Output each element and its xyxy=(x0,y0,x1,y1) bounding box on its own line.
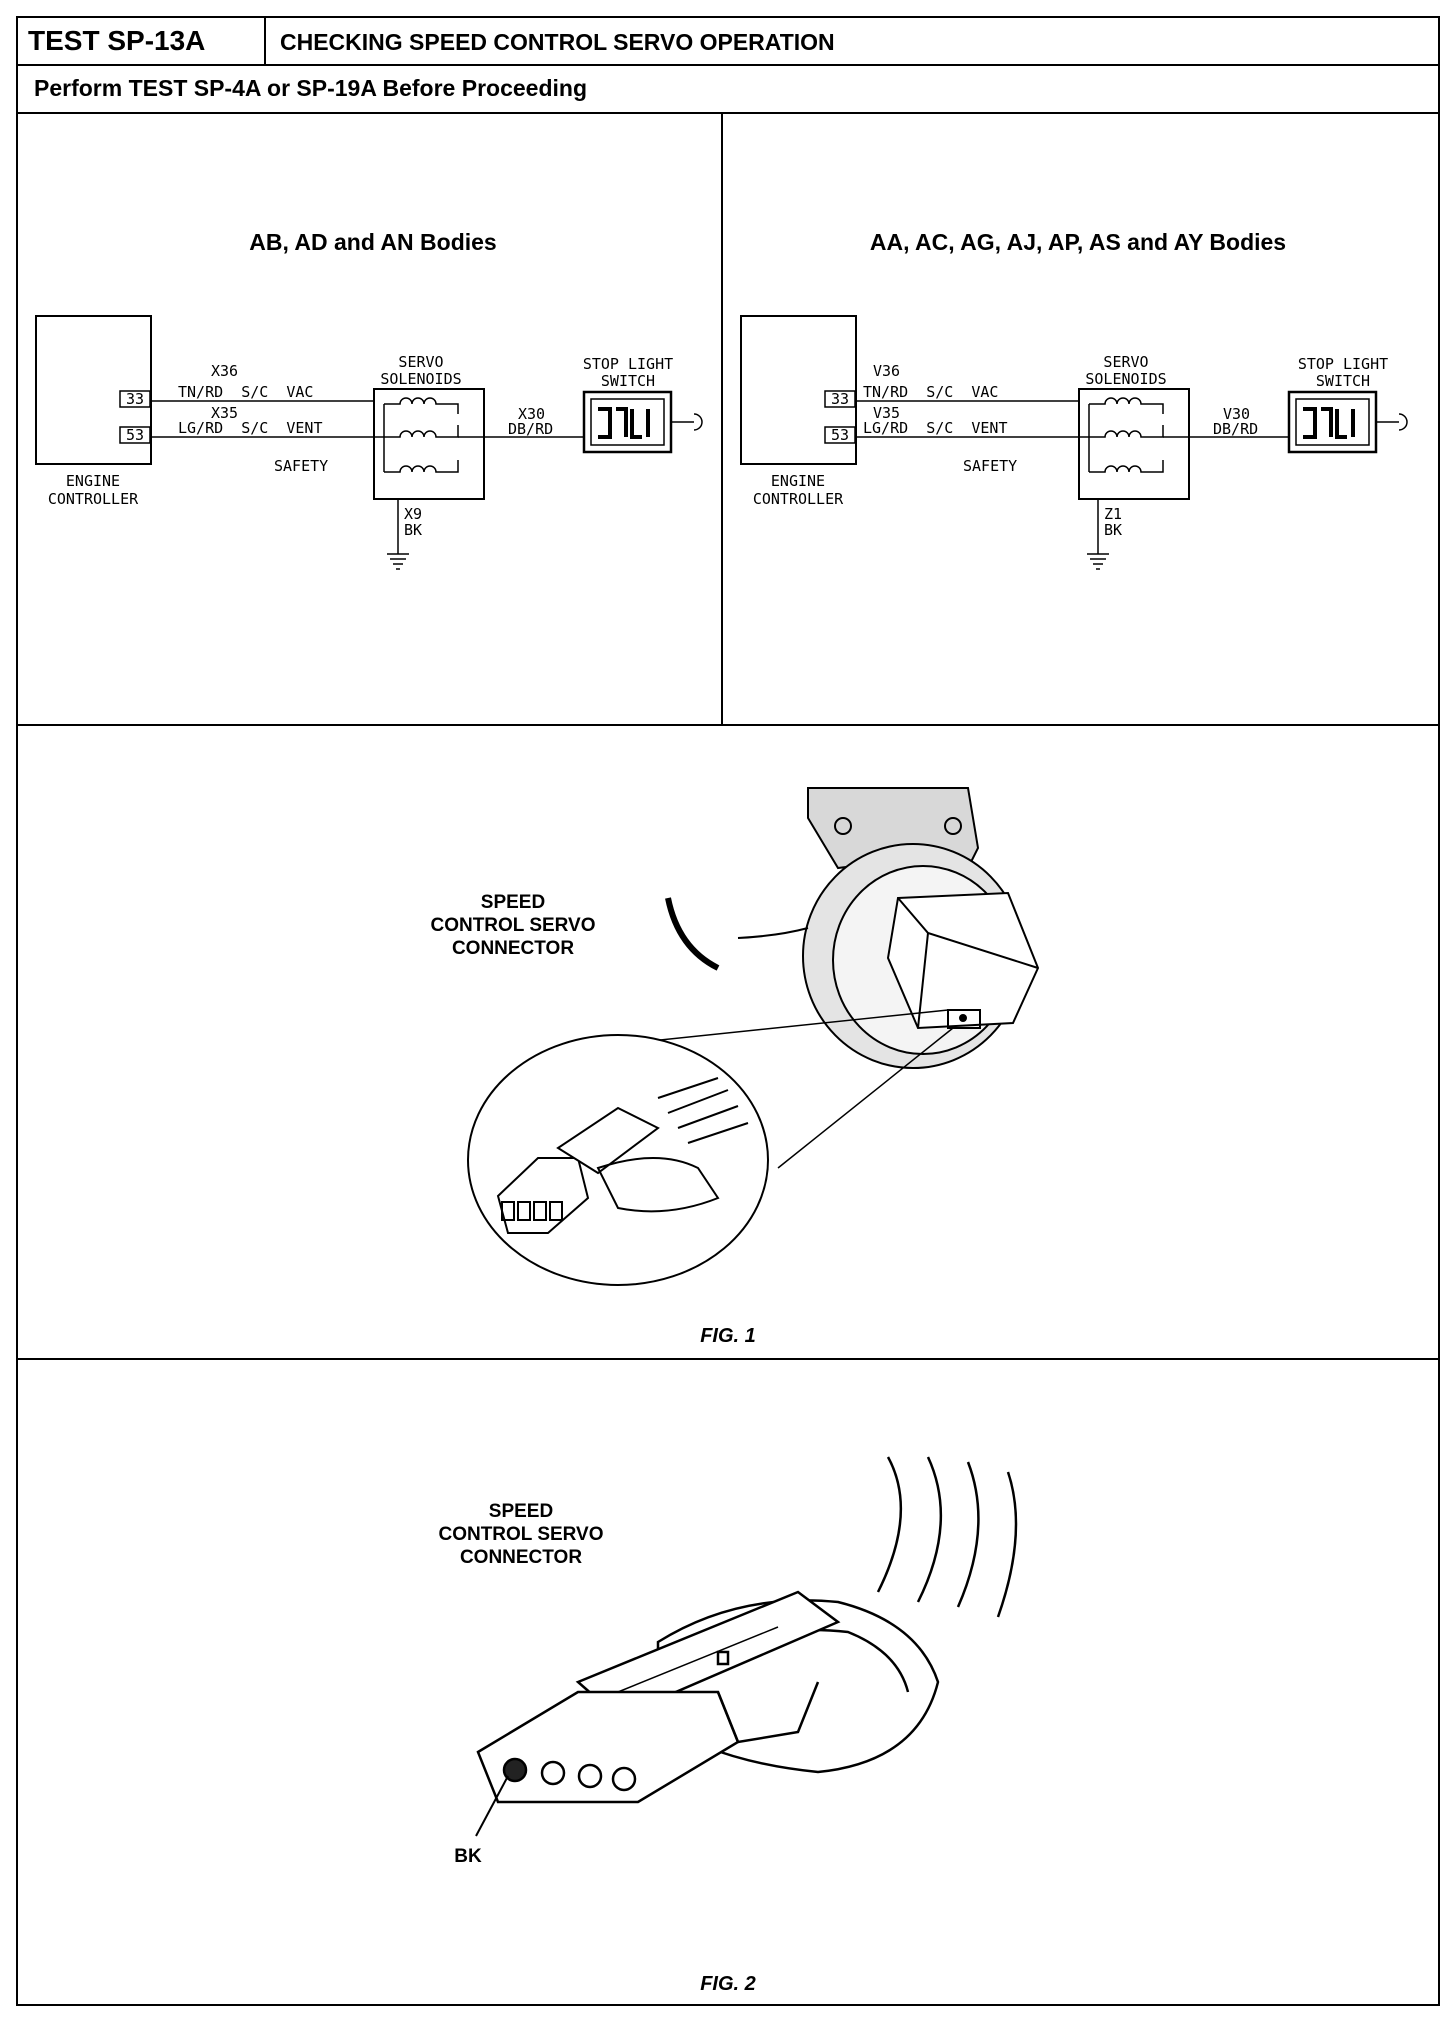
safety-label: SAFETY xyxy=(274,457,328,475)
pin-53-box xyxy=(824,426,856,444)
stop-light-switch-symbol xyxy=(1287,390,1408,454)
switch-label-line1: STOP LIGHT xyxy=(583,355,673,373)
circuit-v30: V30 xyxy=(1223,405,1250,423)
servo-solenoids-box xyxy=(373,388,485,500)
controller-label-line2: CONTROLLER xyxy=(753,490,844,508)
circuit-x35: X35 xyxy=(211,404,238,422)
servo-assembly-illustration xyxy=(665,787,1040,1069)
ground-circuit: X9 xyxy=(404,505,422,523)
switch-label-line1: STOP LIGHT xyxy=(1298,355,1388,373)
bk-pointer-line xyxy=(475,1775,509,1837)
pin-53-label: 53 xyxy=(126,426,144,444)
bk-pin-label: BK xyxy=(454,1846,482,1867)
servo-label-line2: SOLENOIDS xyxy=(1085,370,1166,388)
wire-vent-label: LG/RD S/C VENT xyxy=(863,419,1008,437)
body-group-title: AA, AC, AG, AJ, AP, AS and AY Bodies xyxy=(870,229,1286,255)
switch-label-line2: SWITCH xyxy=(601,372,655,390)
ground-symbol xyxy=(1087,553,1109,570)
servo-label-line1: SERVO xyxy=(1103,353,1148,371)
fig1-label-line1: SPEED xyxy=(481,892,545,913)
test-title: CHECKING SPEED CONTROL SERVO OPERATION xyxy=(280,29,835,55)
solenoid-coils xyxy=(1079,397,1189,473)
prerequisite-row: Perform TEST SP-4A or SP-19A Before Proc… xyxy=(18,66,1438,114)
safety-label: SAFETY xyxy=(963,457,1017,475)
fig1-caption: FIG. 1 xyxy=(700,1325,756,1347)
wire-vent-label: LG/RD S/C VENT xyxy=(178,419,323,437)
fig1-label-line3: CONNECTOR xyxy=(452,938,574,959)
stop-light-switch-symbol xyxy=(582,390,703,454)
figure-1: SPEED CONTROL SERVO CONNECTOR xyxy=(18,728,1438,1360)
controller-label-line1: ENGINE xyxy=(66,472,120,490)
circuit-x36: X36 xyxy=(211,362,238,380)
controller-label-line1: ENGINE xyxy=(771,472,825,490)
ground-circuit: Z1 xyxy=(1104,505,1122,523)
wire-switch-label: DB/RD xyxy=(1213,420,1258,438)
fig2-label-line3: CONNECTOR xyxy=(460,1547,582,1568)
prerequisite-text: Perform TEST SP-4A or SP-19A Before Proc… xyxy=(34,75,587,101)
engine-controller-box xyxy=(35,315,152,465)
engine-controller-box xyxy=(740,315,857,465)
magnified-connector-illustration xyxy=(467,1034,769,1286)
connector-closeup-illustration xyxy=(476,1456,1018,1804)
ground-color: BK xyxy=(1104,521,1122,539)
servo-solenoids-box xyxy=(1078,388,1190,500)
callout-line-bottom xyxy=(777,1027,954,1169)
pin-33-label: 33 xyxy=(831,390,849,408)
fig1-label-line2: CONTROL SERVO xyxy=(430,915,595,936)
header-row: TEST SP-13A CHECKING SPEED CONTROL SERVO… xyxy=(18,18,1438,66)
circuit-v36: V36 xyxy=(873,362,900,380)
ground-symbol xyxy=(387,553,409,570)
pin-33-box xyxy=(119,390,151,408)
fig2-caption: FIG. 2 xyxy=(700,1973,756,1995)
pin-53-box xyxy=(119,426,151,444)
wire-vac-label: TN/RD S/C VAC xyxy=(178,383,313,401)
circuit-x30: X30 xyxy=(518,405,545,423)
figure-2: SPEED CONTROL SERVO CONNECTOR xyxy=(18,1362,1438,2004)
switch-label-line2: SWITCH xyxy=(1316,372,1370,390)
servo-label-line1: SERVO xyxy=(398,353,443,371)
controller-label-line2: CONTROLLER xyxy=(48,490,139,508)
test-id: TEST SP-13A xyxy=(18,18,266,64)
ground-color: BK xyxy=(404,521,422,539)
fig2-label-line1: SPEED xyxy=(489,1501,553,1522)
wire-switch-label: DB/RD xyxy=(508,420,553,438)
pin-33-label: 33 xyxy=(126,390,144,408)
wiring-diagram-right: AA, AC, AG, AJ, AP, AS and AY Bodies 33 … xyxy=(723,114,1438,726)
pin-53-label: 53 xyxy=(831,426,849,444)
circuit-v35: V35 xyxy=(873,404,900,422)
body-group-title: AB, AD and AN Bodies xyxy=(249,229,496,255)
service-manual-page: TEST SP-13A CHECKING SPEED CONTROL SERVO… xyxy=(16,16,1440,2006)
pin-33-box xyxy=(824,390,856,408)
servo-label-line2: SOLENOIDS xyxy=(380,370,461,388)
wiring-diagram-left: AB, AD and AN Bodies 33 53 ENGINE CONTRO… xyxy=(18,114,723,726)
fig2-label-line2: CONTROL SERVO xyxy=(438,1524,603,1545)
wire-vac-label: TN/RD S/C VAC xyxy=(863,383,998,401)
solenoid-coils xyxy=(374,397,484,473)
